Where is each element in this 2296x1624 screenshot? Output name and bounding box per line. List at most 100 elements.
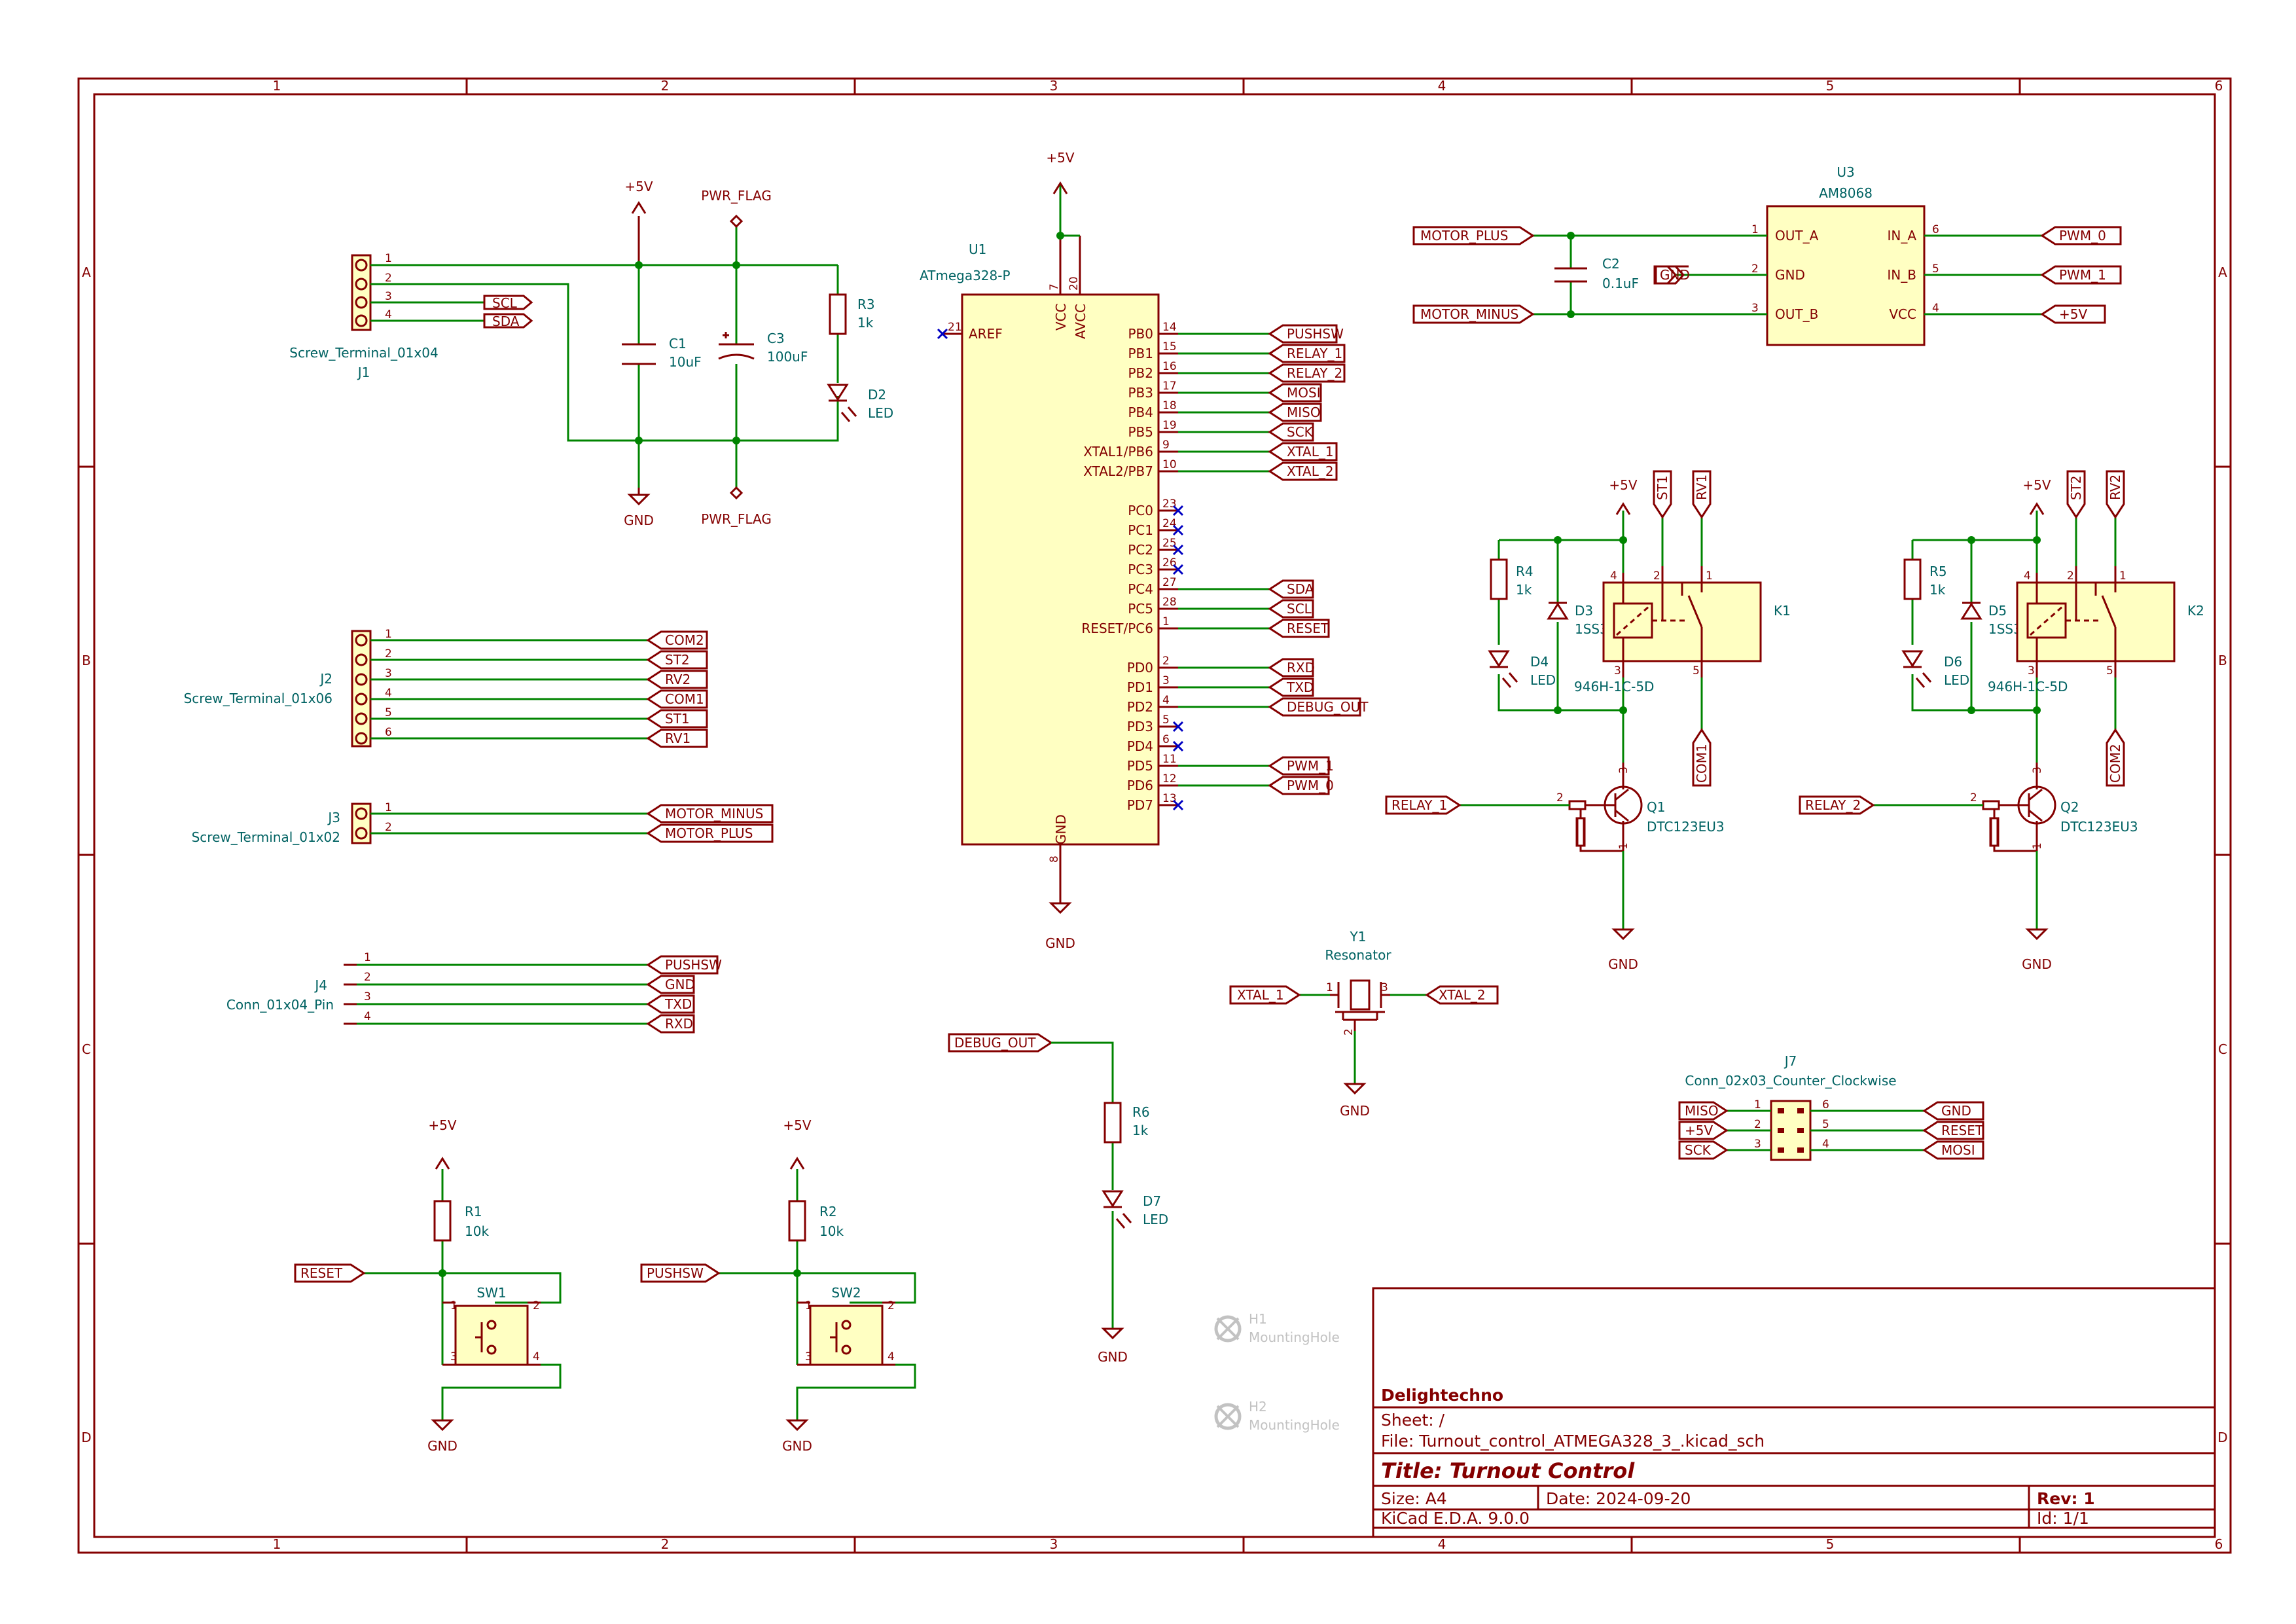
net-label-outline xyxy=(646,709,708,729)
net-label: PUSHSW xyxy=(1287,326,1344,342)
relay-led-value: LED xyxy=(1530,672,1556,688)
net-label-outline xyxy=(1268,776,1330,795)
net-label: ST1 xyxy=(665,711,690,727)
relay-diode-ref: D3 xyxy=(1575,603,1593,619)
net-label: RESET xyxy=(1287,621,1329,636)
net-label-outline xyxy=(1268,324,1338,344)
svg-text:5: 5 xyxy=(1693,664,1700,677)
y1-ref: Y1 xyxy=(1350,929,1367,945)
col-label-top: 3 xyxy=(1050,78,1058,94)
net-label: RV1 xyxy=(1694,475,1710,500)
net-label: XTAL_1 xyxy=(1287,444,1334,460)
net-label-outline xyxy=(2106,728,2125,787)
net-label: PUSHSW xyxy=(647,1265,704,1281)
net-label-outline xyxy=(1268,579,1314,599)
u1-pin-name: RESET/PC6 xyxy=(1081,621,1153,636)
net-label-outline xyxy=(1692,728,1712,787)
u1-pin-number: 6 xyxy=(1162,733,1170,746)
terminal-screw xyxy=(355,653,368,666)
drawing-date: Date: 2024-09-20 xyxy=(1546,1489,1691,1508)
svg-text:2: 2 xyxy=(1754,1118,1761,1131)
svg-text:3: 3 xyxy=(2031,767,2044,774)
transistor-value: DTC123EU3 xyxy=(1647,819,1725,835)
file-name: File: Turnout_control_ATMEGA328_3_.kicad… xyxy=(1381,1432,1765,1451)
gnd-symbol: GND xyxy=(624,513,654,528)
net-label: RESET xyxy=(300,1265,343,1281)
svg-text:6: 6 xyxy=(1932,223,1939,236)
paper-size: Size: A4 xyxy=(1381,1489,1447,1508)
switch-gnd-symbol: GND xyxy=(427,1438,457,1454)
u1-pin-number: 27 xyxy=(1162,576,1177,589)
col-label-bottom: 5 xyxy=(1826,1536,1835,1552)
svg-text:3: 3 xyxy=(1754,1138,1761,1151)
relay-led-ref: D4 xyxy=(1530,654,1549,670)
u1-pin-name: PC1 xyxy=(1128,522,1153,538)
net-label-outline xyxy=(646,1014,695,1034)
no-connect-marker xyxy=(1172,544,1184,556)
vcc-symbol: +5V xyxy=(624,179,653,194)
label-xtal2: XTAL_2 xyxy=(1439,987,1486,1003)
j1-power-input: 1 2 3 4 Screw_Terminal_01x04 J1 SCL SDA … xyxy=(289,179,893,528)
svg-text:MountingHole: MountingHole xyxy=(1249,1329,1340,1345)
net-label: RELAY_1 xyxy=(1391,797,1447,813)
net-label-outline xyxy=(1268,697,1361,717)
mounting-hole-h2: H2 MountingHole xyxy=(1214,1399,1340,1433)
switch-ref: SW2 xyxy=(831,1285,861,1301)
company-name: Delightechno xyxy=(1381,1386,1503,1405)
u1-pin-number: 1 xyxy=(1162,615,1170,628)
svg-text:1: 1 xyxy=(385,252,392,265)
c3-value: 100uF xyxy=(767,349,808,365)
j3-value: Screw_Terminal_01x02 xyxy=(192,829,340,845)
net-label: MOTOR_PLUS xyxy=(665,825,753,841)
svg-text:5: 5 xyxy=(385,706,392,719)
net-label: TXD xyxy=(1286,679,1314,695)
net-label-outline xyxy=(1268,363,1346,383)
net-label-outline xyxy=(1268,756,1330,776)
net-label-outline xyxy=(1268,461,1338,481)
svg-text:3: 3 xyxy=(1381,981,1388,994)
svg-text:2: 2 xyxy=(385,647,392,660)
svg-text:H2: H2 xyxy=(1249,1399,1267,1415)
relay-led-value: LED xyxy=(1944,672,1969,688)
svg-text:2: 2 xyxy=(1653,569,1660,583)
svg-text:4: 4 xyxy=(1610,569,1617,583)
transistor-value: DTC123EU3 xyxy=(2060,819,2138,835)
svg-text:1: 1 xyxy=(2119,569,2126,583)
u1-pin-name: PD5 xyxy=(1127,758,1153,774)
relay-diode-ref: D5 xyxy=(1988,603,2007,619)
net-label: RXD xyxy=(1287,660,1315,676)
u1-pin-name: PC4 xyxy=(1128,581,1153,597)
svg-text:VCC: VCC xyxy=(1889,306,1916,322)
relay-resistor-ref: R4 xyxy=(1516,564,1534,579)
net-label-outline xyxy=(1268,658,1314,677)
relay-gnd-symbol: GND xyxy=(2022,956,2052,972)
u1-pin-name: PD2 xyxy=(1127,699,1153,715)
terminal-screw xyxy=(355,634,368,647)
label-xtal1: XTAL_1 xyxy=(1237,987,1284,1003)
svg-text:2: 2 xyxy=(2067,569,2074,583)
svg-text:1: 1 xyxy=(805,1299,812,1312)
net-label: MISO xyxy=(1685,1103,1719,1119)
label-pwm0: PWM_0 xyxy=(2059,228,2106,244)
net-label: COM1 xyxy=(665,691,704,707)
col-label-bottom: 1 xyxy=(273,1536,281,1552)
u1-value: ATmega328-P xyxy=(920,268,1011,283)
u1-pin-number: 4 xyxy=(1162,694,1170,707)
svg-text:5: 5 xyxy=(2106,664,2113,677)
svg-text:2: 2 xyxy=(1556,791,1564,804)
d7-ref: D7 xyxy=(1143,1193,1161,1209)
svg-text:2: 2 xyxy=(1970,791,1977,804)
j7-value: Conn_02x03_Counter_Clockwise xyxy=(1685,1073,1896,1089)
col-label-top: 1 xyxy=(273,78,281,94)
svg-text:20: 20 xyxy=(1067,276,1081,291)
tool-version: KiCad E.D.A. 9.0.0 xyxy=(1381,1509,1530,1528)
svg-text:GND: GND xyxy=(1053,814,1069,844)
net-label: DEBUG_OUT xyxy=(1287,699,1369,715)
net-label-outline xyxy=(646,630,708,650)
net-label: GND xyxy=(665,977,695,992)
u1-pin-name: PD1 xyxy=(1127,679,1153,695)
col-label-bottom: 3 xyxy=(1050,1536,1058,1552)
row-label-left: D xyxy=(81,1430,91,1445)
